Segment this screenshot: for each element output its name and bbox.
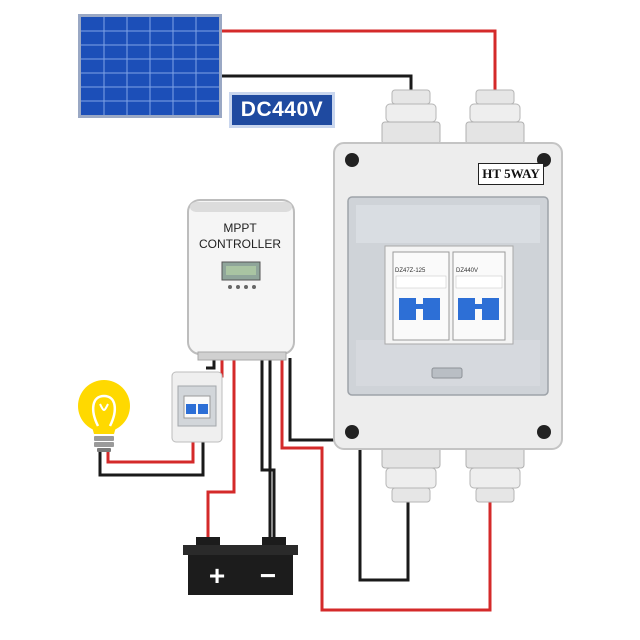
wire-battery-positive [206, 358, 236, 543]
wire-bulb-positive [106, 440, 195, 464]
screw-icon [345, 425, 359, 439]
mppt-controller [187, 199, 295, 361]
box-tag-label: HT 5WAY [478, 163, 544, 185]
breaker-right-model: DZ440V [456, 268, 479, 274]
battery-minus-sign: − [259, 560, 277, 591]
breaker-left [392, 251, 450, 341]
breaker-right [452, 251, 506, 341]
wire-box-out-negative [288, 358, 410, 582]
dc-voltage-label: DC440V [229, 92, 335, 128]
controller-title-line2: CONTROLLER [198, 237, 281, 251]
battery-icon [183, 537, 298, 595]
wire-load-negative [206, 358, 216, 370]
controller-title-line1: MPPT [223, 221, 257, 235]
load-breaker-box [171, 371, 223, 443]
wire-panel-positive [220, 29, 497, 92]
wire-bulb-negative [98, 440, 205, 477]
cover-latch [431, 367, 463, 379]
cable-gland-top-right [465, 89, 525, 145]
cable-gland-bottom-left [381, 445, 441, 503]
combiner-box [333, 89, 563, 503]
light-bulb-icon [78, 380, 130, 452]
screw-icon [537, 425, 551, 439]
wires [98, 29, 497, 612]
wire-box-out-positive [280, 358, 492, 612]
battery-plus-sign: + [208, 560, 226, 591]
wire-panel-negative [220, 74, 413, 92]
cable-gland-top-left [381, 89, 441, 145]
breaker-left-model: DZ47Z-125 [395, 268, 426, 274]
screw-icon [345, 153, 359, 167]
solar-panel-icon [78, 14, 222, 118]
cable-gland-bottom-right [465, 445, 525, 503]
controller-title: MPPT CONTROLLER [190, 220, 290, 252]
wire-battery-negative-2 [260, 358, 276, 543]
